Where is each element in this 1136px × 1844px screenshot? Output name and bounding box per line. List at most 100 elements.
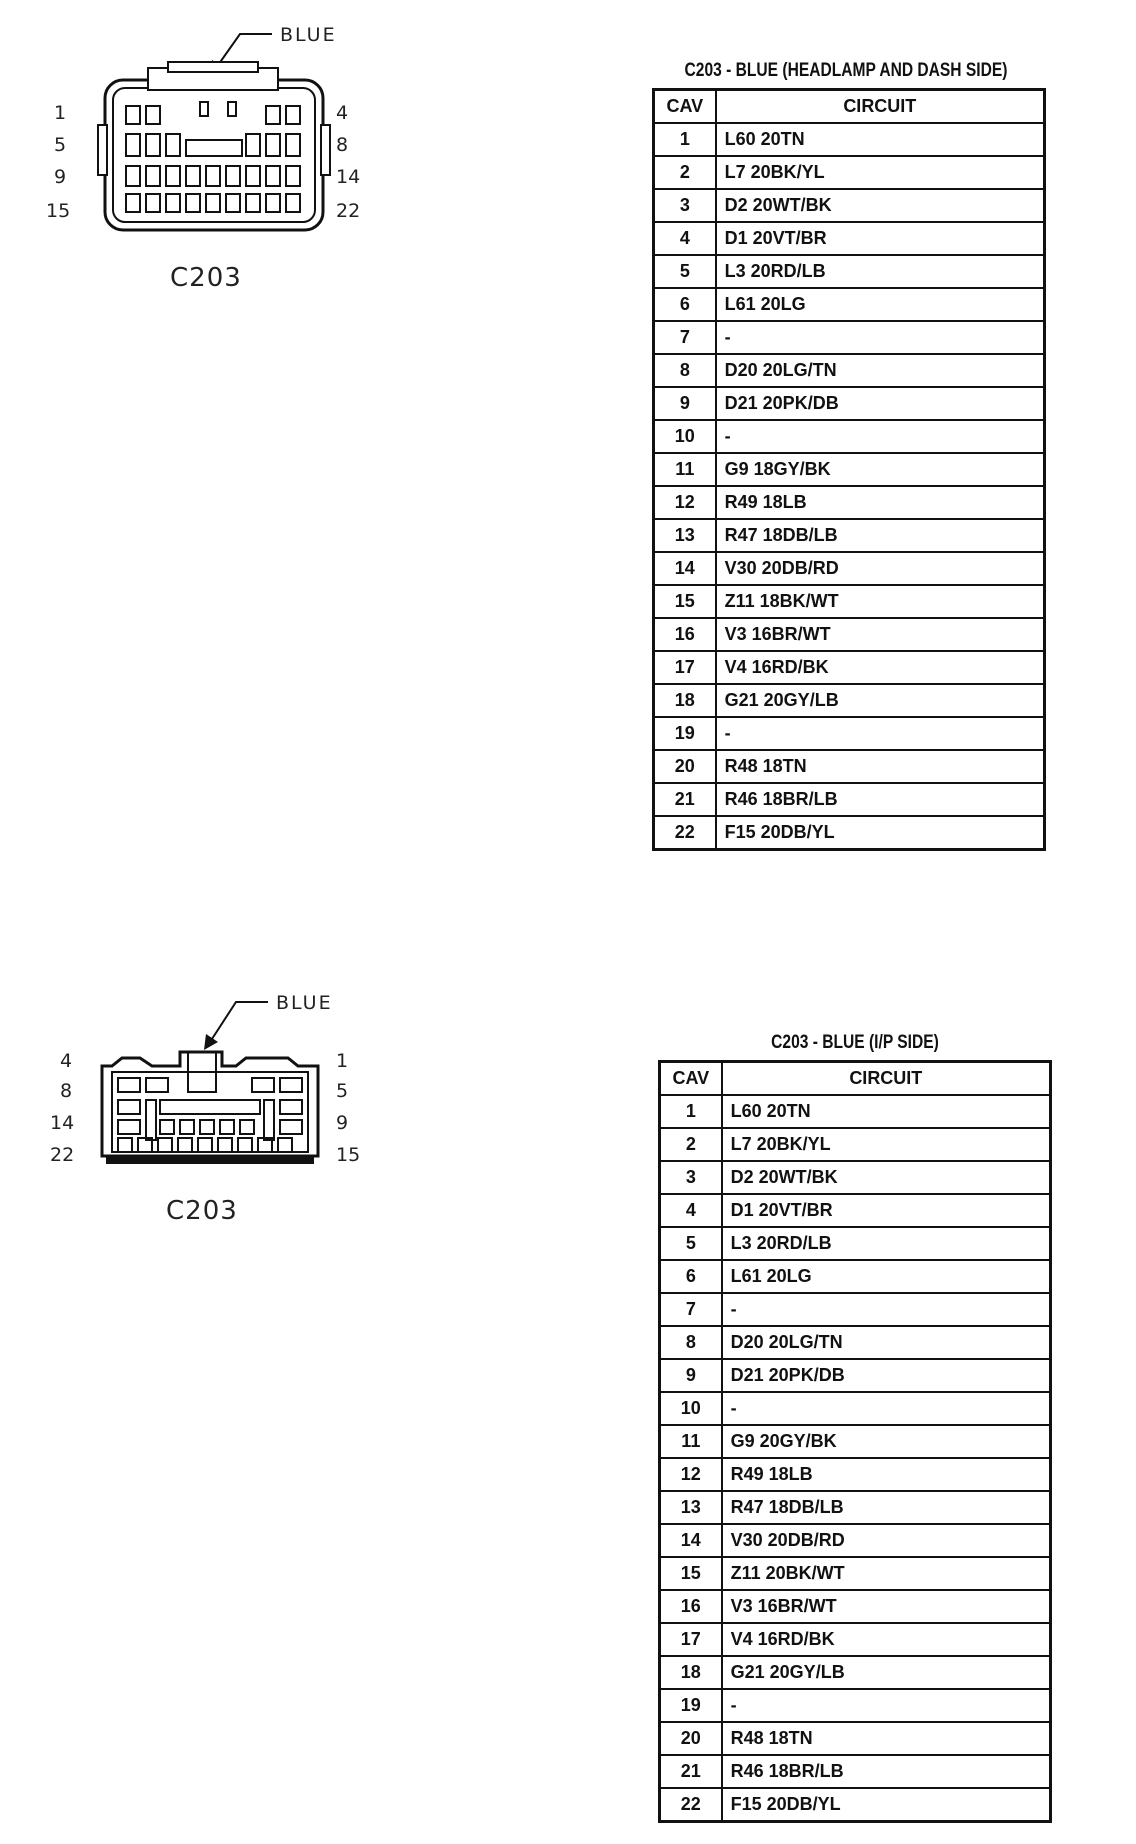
circuit-cell: L60 20TN bbox=[714, 122, 1046, 157]
pin-number: 4 bbox=[336, 102, 349, 124]
cav-cell: 3 bbox=[652, 188, 717, 223]
connector-name: C203 bbox=[166, 1196, 238, 1226]
pin-number: 9 bbox=[54, 166, 67, 188]
cav-cell: 2 bbox=[658, 1127, 723, 1162]
cav-cell: 18 bbox=[652, 683, 717, 718]
connector-diagram: BLUE bbox=[40, 970, 400, 1270]
table-title: C203 - BLUE (I/P SIDE) bbox=[771, 1032, 939, 1053]
cav-cell: 11 bbox=[652, 452, 717, 487]
circuit-cell: L3 20RD/LB bbox=[720, 1226, 1052, 1261]
circuit-cell: - bbox=[720, 1688, 1052, 1723]
cav-cell: 22 bbox=[652, 815, 717, 851]
circuit-cell: R46 18BR/LB bbox=[720, 1754, 1052, 1789]
connector-face-icon bbox=[97, 33, 331, 232]
cav-cell: 7 bbox=[658, 1292, 723, 1327]
circuit-cell: V30 20DB/RD bbox=[720, 1523, 1052, 1558]
circuit-cell: D20 20LG/TN bbox=[720, 1325, 1052, 1360]
cav-cell: 8 bbox=[658, 1325, 723, 1360]
circuit-cell: R49 18LB bbox=[720, 1457, 1052, 1492]
pin-number: 1 bbox=[54, 102, 67, 124]
circuit-cell: D20 20LG/TN bbox=[714, 353, 1046, 388]
connector-color-label: BLUE bbox=[280, 24, 337, 46]
circuit-cell: G9 20GY/BK bbox=[720, 1424, 1052, 1459]
circuit-cell: R46 18BR/LB bbox=[714, 782, 1046, 817]
pin-number: 4 bbox=[60, 1050, 73, 1072]
cav-header: CAV bbox=[652, 88, 717, 124]
circuit-cell: L3 20RD/LB bbox=[714, 254, 1046, 289]
pin-number: 9 bbox=[336, 1112, 349, 1134]
cav-cell: 1 bbox=[652, 122, 717, 157]
circuit-cell: V4 16RD/BK bbox=[714, 650, 1046, 685]
cav-cell: 15 bbox=[658, 1556, 723, 1591]
circuit-cell: L60 20TN bbox=[720, 1094, 1052, 1129]
cav-cell: 9 bbox=[658, 1358, 723, 1393]
cav-cell: 17 bbox=[658, 1622, 723, 1657]
table-header-row: CAV CIRCUIT bbox=[658, 1060, 1052, 1096]
circuit-cell: - bbox=[720, 1292, 1052, 1327]
circuit-cell: V3 16BR/WT bbox=[714, 617, 1046, 652]
cav-cell: 4 bbox=[652, 221, 717, 256]
circuit-cell: D2 20WT/BK bbox=[720, 1160, 1052, 1195]
circuit-cell: R49 18LB bbox=[714, 485, 1046, 520]
circuit-header: CIRCUIT bbox=[714, 88, 1046, 124]
cav-cell: 14 bbox=[652, 551, 717, 586]
table-row: 10- bbox=[652, 419, 1046, 454]
cav-cell: 10 bbox=[658, 1391, 723, 1426]
pin-number: 8 bbox=[336, 134, 349, 156]
connector-color-label: BLUE bbox=[276, 992, 333, 1014]
cav-cell: 20 bbox=[652, 749, 717, 784]
connector-diagram: BLUE bbox=[40, 10, 400, 310]
cav-cell: 2 bbox=[652, 155, 717, 190]
cav-cell: 19 bbox=[658, 1688, 723, 1723]
table-row: 7- bbox=[658, 1292, 1052, 1327]
circuit-cell: D2 20WT/BK bbox=[714, 188, 1046, 223]
pin-number: 14 bbox=[50, 1112, 75, 1134]
table-header-row: CAV CIRCUIT bbox=[652, 88, 1046, 124]
circuit-cell: D21 20PK/DB bbox=[714, 386, 1046, 421]
connector-section-ip: BLUE bbox=[0, 960, 1136, 1844]
circuit-cell: F15 20DB/YL bbox=[720, 1787, 1052, 1823]
cav-cell: 13 bbox=[658, 1490, 723, 1525]
cav-header: CAV bbox=[658, 1060, 723, 1096]
cav-cell: 1 bbox=[658, 1094, 723, 1129]
circuit-cell: R48 18TN bbox=[714, 749, 1046, 784]
cav-cell: 17 bbox=[652, 650, 717, 685]
circuit-cell: V30 20DB/RD bbox=[714, 551, 1046, 586]
circuit-header: CIRCUIT bbox=[720, 1060, 1052, 1096]
pin-number: 5 bbox=[54, 134, 67, 156]
pin-number: 22 bbox=[50, 1144, 75, 1166]
table-row: 19- bbox=[658, 1688, 1052, 1723]
circuit-cell: - bbox=[714, 320, 1046, 355]
circuit-cell: - bbox=[714, 716, 1046, 751]
cav-cell: 4 bbox=[658, 1193, 723, 1228]
pin-number: 5 bbox=[336, 1080, 349, 1102]
circuit-cell: - bbox=[714, 419, 1046, 454]
